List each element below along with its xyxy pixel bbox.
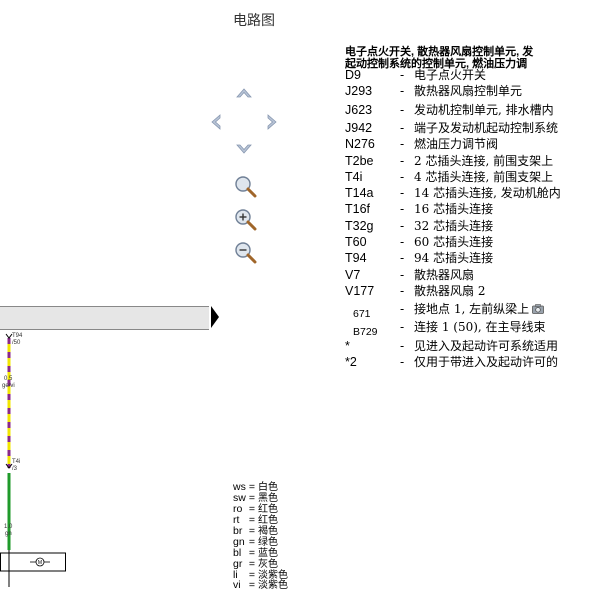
wire-color-item: br = 褐色 [233,525,278,537]
connector-t4i-label: T4i [12,459,21,465]
legend-item: *2-仅用于带进入及起动许可的 [345,355,559,369]
wire2-gauge: 1.0 [4,524,13,530]
legend-item: J942-端子及发动机起动控制系统 [345,121,559,135]
legend-item: *-见进入及起动许可系统适用 [345,339,559,353]
connector-t94-pin: /50 [12,340,21,346]
connector-t4i-mark [5,463,13,469]
nav-left-button[interactable] [205,111,227,133]
legend-item: T94-94 芯插头连接 [345,251,494,265]
legend-item: D9-电子点火开关 [345,68,487,82]
chevron-right-icon [267,114,277,130]
wire-color-item: bl = 蓝色 [233,547,278,559]
legend-item: T16f-16 芯插头连接 [345,202,494,216]
legend-item: V7-散热器风扇 [345,268,475,282]
fan-motor-box [0,552,66,572]
wire1-gauge: 0.5 [4,376,13,382]
nav-up-button[interactable] [233,82,255,104]
wire-color-item: li = 淡紫色 [233,569,288,581]
diagram-header-strip [0,306,209,330]
zoom-in-button[interactable] [233,207,259,233]
magnifier-icon [235,176,257,198]
chevron-up-icon [236,88,252,98]
legend-item: T14a-14 芯插头连接, 发动机舱内 [345,186,561,200]
zoom-fit-button[interactable] [233,174,259,200]
zoom-out-icon [235,242,257,264]
wire-color-item: gr = 灰色 [233,558,278,570]
wire1-color: ge/vi [2,383,15,389]
legend-item: T32g-32 芯插头连接 [345,219,494,233]
wire-color-item: ro = 红色 [233,503,278,515]
chevron-down-icon [236,144,252,154]
legend-item: B729-连接 1 (50), 在主导线束 [353,320,546,338]
legend-title-line1: 电子点火开关, 散热器风扇控制单元, 发 [345,46,534,58]
legend-item: T60-60 芯插头连接 [345,235,494,249]
circuit-diagram: M [0,333,66,587]
wire-color-item: ws = 白色 [233,481,278,493]
connector-t94-mark [5,333,13,339]
connector-t4i-pin: /3 [12,466,18,472]
legend-item: T4i-4 芯插头连接, 前围支架上 [345,170,554,184]
zoom-in-icon [235,209,257,231]
triangle-right-icon [211,306,219,328]
collapse-panel-button[interactable] [210,305,220,329]
legend-item: 671-接地点 1, 左前纵梁上 [345,302,544,320]
chevron-left-icon [211,114,221,130]
zoom-out-button[interactable] [233,240,259,266]
wire-color-item: rt = 红色 [233,514,278,526]
motor-symbol-label: M [38,560,42,566]
nav-right-button[interactable] [261,111,283,133]
connector-t94-label: T94 [12,333,23,339]
legend-item: J293-散热器风扇控制单元 [345,84,523,98]
legend-item: V177-散热器风扇 2 [345,284,486,298]
page-title: 电路图 [233,13,275,29]
wire-color-item: sw = 黑色 [233,492,278,504]
legend-title-line2: 起动控制系统的控制单元, 燃油压力调 [345,58,528,70]
legend-item: T2be-2 芯插头连接, 前围支架上 [345,154,554,168]
wire2-color: gn [5,531,12,537]
legend-title: 电子点火开关, 散热器风扇控制单元, 发 起动控制系统的控制单元, 燃油压力调 [345,46,533,70]
nav-down-button[interactable] [233,138,255,160]
legend-item: J623-发动机控制单元, 排水槽内 [345,103,554,117]
legend-item: N276-燃油压力调节阀 [345,137,499,151]
wire-color-item: gn = 绿色 [233,536,278,548]
camera-icon[interactable] [532,304,544,314]
wire-color-item: vi = 淡紫色 [233,579,288,591]
